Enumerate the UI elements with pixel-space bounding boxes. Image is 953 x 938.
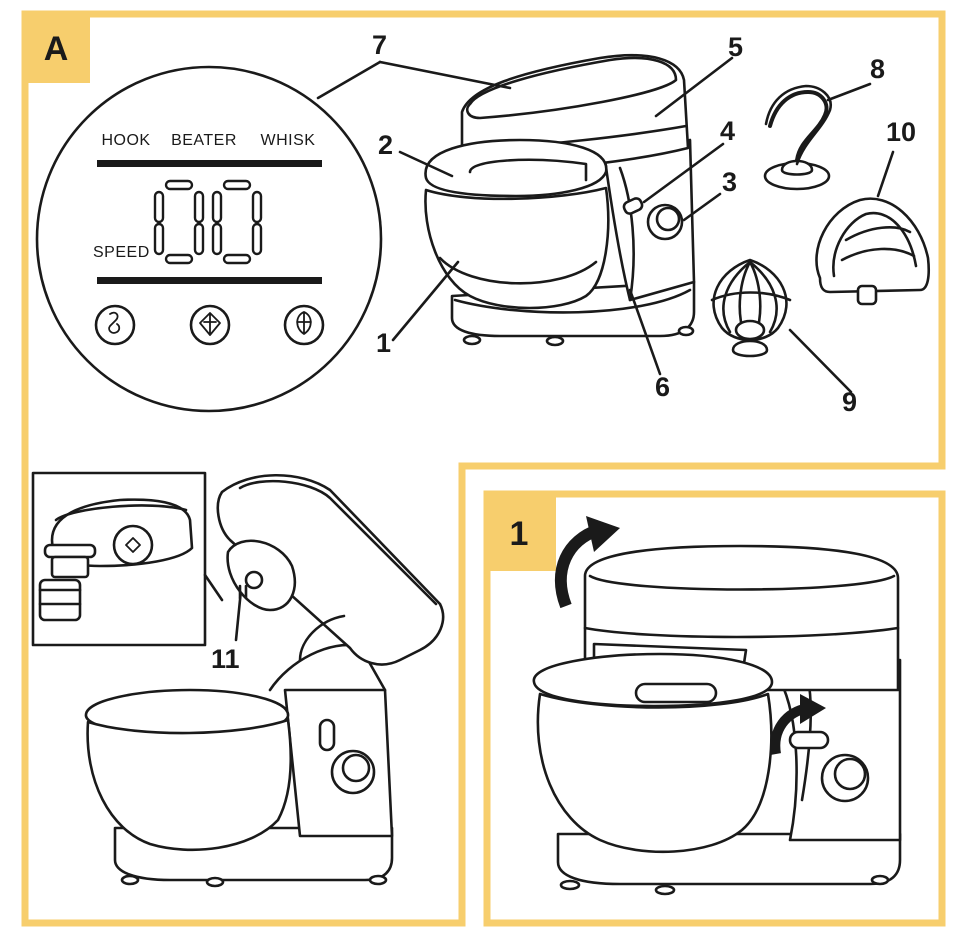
display-mode-beater: BEATER bbox=[171, 132, 237, 149]
beater-icon bbox=[199, 312, 221, 336]
push-arrow-icon bbox=[770, 694, 826, 755]
callout-6: 6 bbox=[655, 372, 670, 402]
display-upper-bar bbox=[97, 160, 322, 167]
display-lower-bar bbox=[97, 277, 322, 284]
callout-10: 10 bbox=[886, 117, 916, 147]
callout-numbers: 1 2 3 4 5 6 7 8 9 10 11 bbox=[211, 30, 916, 674]
display-digit-2 bbox=[211, 179, 263, 265]
callout-9: 9 bbox=[842, 387, 857, 417]
panel-step1-frame bbox=[483, 490, 946, 927]
callout-leaders bbox=[234, 56, 895, 642]
display-digit-1 bbox=[153, 179, 205, 265]
stand-mixer-illustration bbox=[424, 54, 696, 347]
panel-step1-badge: 1 bbox=[484, 491, 556, 571]
rotate-arrow-icon bbox=[554, 516, 620, 609]
mixer-bowl bbox=[424, 186, 610, 310]
whisk-button[interactable] bbox=[283, 304, 325, 346]
panel-a-letter: A bbox=[44, 30, 69, 68]
panel-a-badge: A bbox=[22, 11, 90, 83]
hook-icon bbox=[108, 311, 121, 334]
callout-1: 1 bbox=[376, 328, 391, 358]
callout-3: 3 bbox=[722, 167, 737, 197]
control-display-zoom: HOOK BEATER WHISK SPEED bbox=[35, 65, 383, 413]
callout-4: 4 bbox=[720, 116, 735, 146]
callout-8: 8 bbox=[870, 54, 885, 84]
display-speed-label: SPEED bbox=[93, 244, 150, 261]
callout-2: 2 bbox=[378, 130, 393, 160]
head-release-lever bbox=[622, 197, 644, 215]
step1-release-lever bbox=[788, 730, 830, 750]
whisk-icon bbox=[296, 311, 312, 335]
panel-a-frame bbox=[21, 10, 946, 927]
mixer-splash-lid bbox=[424, 138, 608, 198]
flat-beater-attachment bbox=[815, 197, 931, 306]
display-mode-whisk: WHISK bbox=[261, 132, 316, 149]
callout-5: 5 bbox=[728, 32, 743, 62]
panel-step1-letter: 1 bbox=[510, 515, 529, 553]
whisk-attachment bbox=[710, 258, 792, 358]
callout-7: 7 bbox=[372, 30, 387, 60]
mixer-head-tilted-illustration bbox=[84, 473, 445, 888]
step1-mixer-illustration bbox=[532, 544, 902, 896]
beater-button[interactable] bbox=[189, 304, 231, 346]
dough-hook-attachment bbox=[763, 84, 832, 191]
drive-outlet-detail-inset bbox=[31, 471, 224, 647]
callout-11: 11 bbox=[211, 644, 240, 674]
panel-frames bbox=[21, 10, 946, 927]
display-mode-hook: HOOK bbox=[101, 132, 150, 149]
hook-button[interactable] bbox=[94, 304, 136, 346]
